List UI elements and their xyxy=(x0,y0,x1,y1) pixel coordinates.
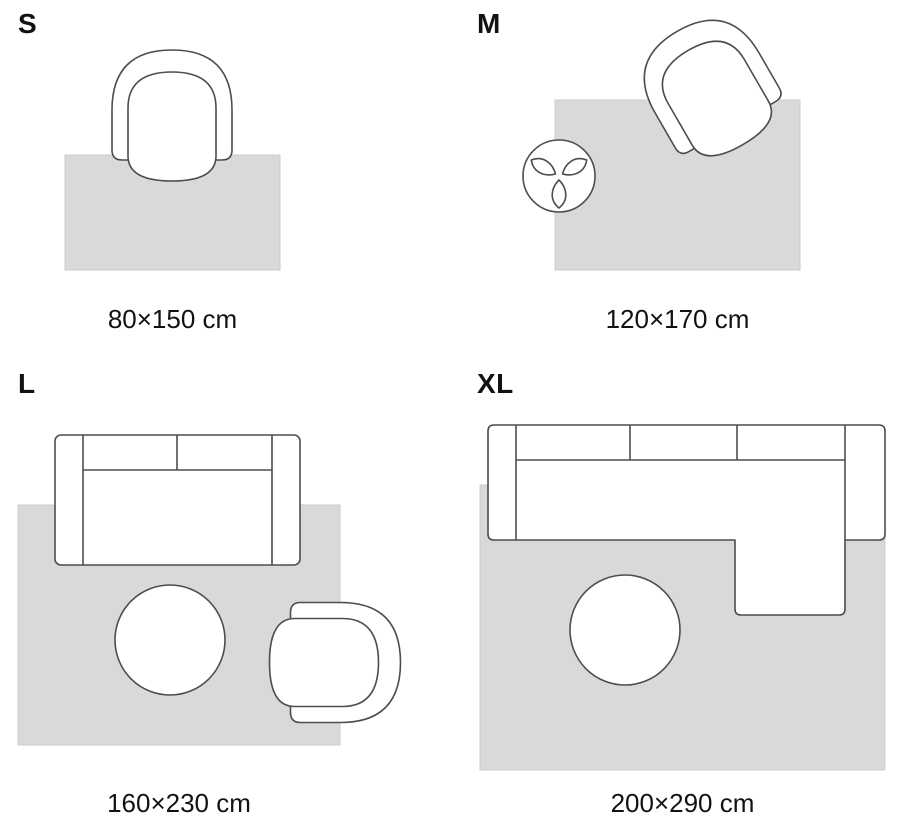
panel-l: L 160×230 cm xyxy=(0,360,450,840)
plant-icon xyxy=(522,139,596,213)
sectional-sofa-icon xyxy=(487,424,886,616)
dimension-label-m: 120×170 cm xyxy=(605,304,750,334)
dimension-label-s: 80×150 cm xyxy=(107,304,238,334)
coffee-table-icon xyxy=(569,574,681,686)
dimension-label-l: 160×230 cm xyxy=(107,788,251,818)
sofa-icon xyxy=(54,434,301,566)
dimension-label-xl: 200×290 cm xyxy=(610,788,755,818)
panel-m: M 120×170 cm xyxy=(450,0,900,360)
size-label-m: M xyxy=(477,8,501,39)
size-label-l: L xyxy=(18,368,36,399)
size-label-xl: XL xyxy=(477,368,514,399)
panel-m-illustration xyxy=(522,0,801,271)
coffee-table-icon xyxy=(114,584,226,696)
panel-xl-illustration xyxy=(479,424,886,771)
size-label-s: S xyxy=(18,8,38,39)
armchair-icon xyxy=(268,601,402,724)
panel-s: S 80×150 cm xyxy=(0,0,450,360)
panel-l-illustration xyxy=(17,434,402,746)
panel-xl: XL 200×290 cm xyxy=(450,360,900,840)
armchair-icon xyxy=(111,49,233,182)
panel-s-illustration xyxy=(64,49,281,271)
